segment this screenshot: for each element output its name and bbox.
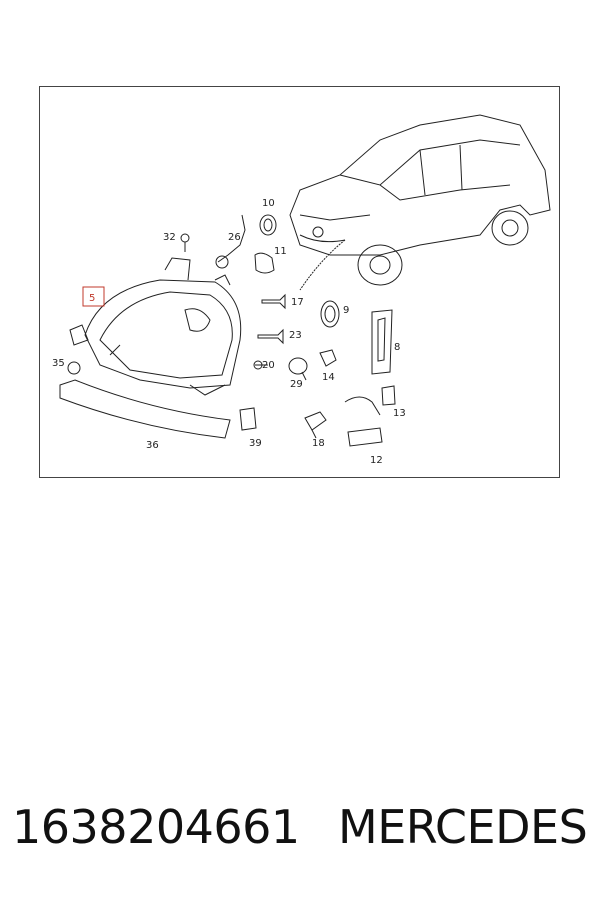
callout-label[interactable]: 8	[394, 342, 400, 353]
vehicle-illustration	[289, 114, 551, 291]
callout-label[interactable]: 18	[312, 438, 325, 449]
callout-label[interactable]: 11	[274, 246, 287, 257]
callout-label[interactable]: 20	[262, 360, 275, 371]
trim-strip	[59, 379, 231, 439]
callout-label[interactable]: 39	[249, 438, 262, 449]
diagram-frame	[39, 86, 560, 478]
callout-label[interactable]: 23	[289, 330, 302, 341]
callout-label[interactable]: 32	[163, 232, 176, 243]
callout-label[interactable]: 26	[228, 232, 241, 243]
callout-label[interactable]: 17	[291, 297, 304, 308]
callout-label[interactable]: 5	[89, 293, 95, 304]
brand-name: MERCEDES	[338, 800, 588, 854]
callout-label[interactable]: 13	[393, 408, 406, 419]
callout-label[interactable]: 36	[146, 440, 159, 451]
callout-label[interactable]: 9	[343, 305, 349, 316]
part-number: 1638204661	[12, 800, 300, 854]
callout-label[interactable]: 29	[290, 379, 303, 390]
callout-label[interactable]: 12	[370, 455, 383, 466]
callout-label[interactable]: 35	[52, 358, 65, 369]
highlight-box[interactable]	[82, 286, 105, 307]
small-parts	[67, 214, 396, 447]
headlamp-assembly	[69, 257, 242, 396]
callout-label[interactable]: 10	[262, 198, 275, 209]
caption: 1638204661 MERCEDES	[0, 800, 600, 860]
callout-labels: 5 8 9 10 11 12 13 14 17 18 20 23 26 29 3…	[52, 198, 406, 466]
callout-label[interactable]: 14	[322, 372, 335, 383]
